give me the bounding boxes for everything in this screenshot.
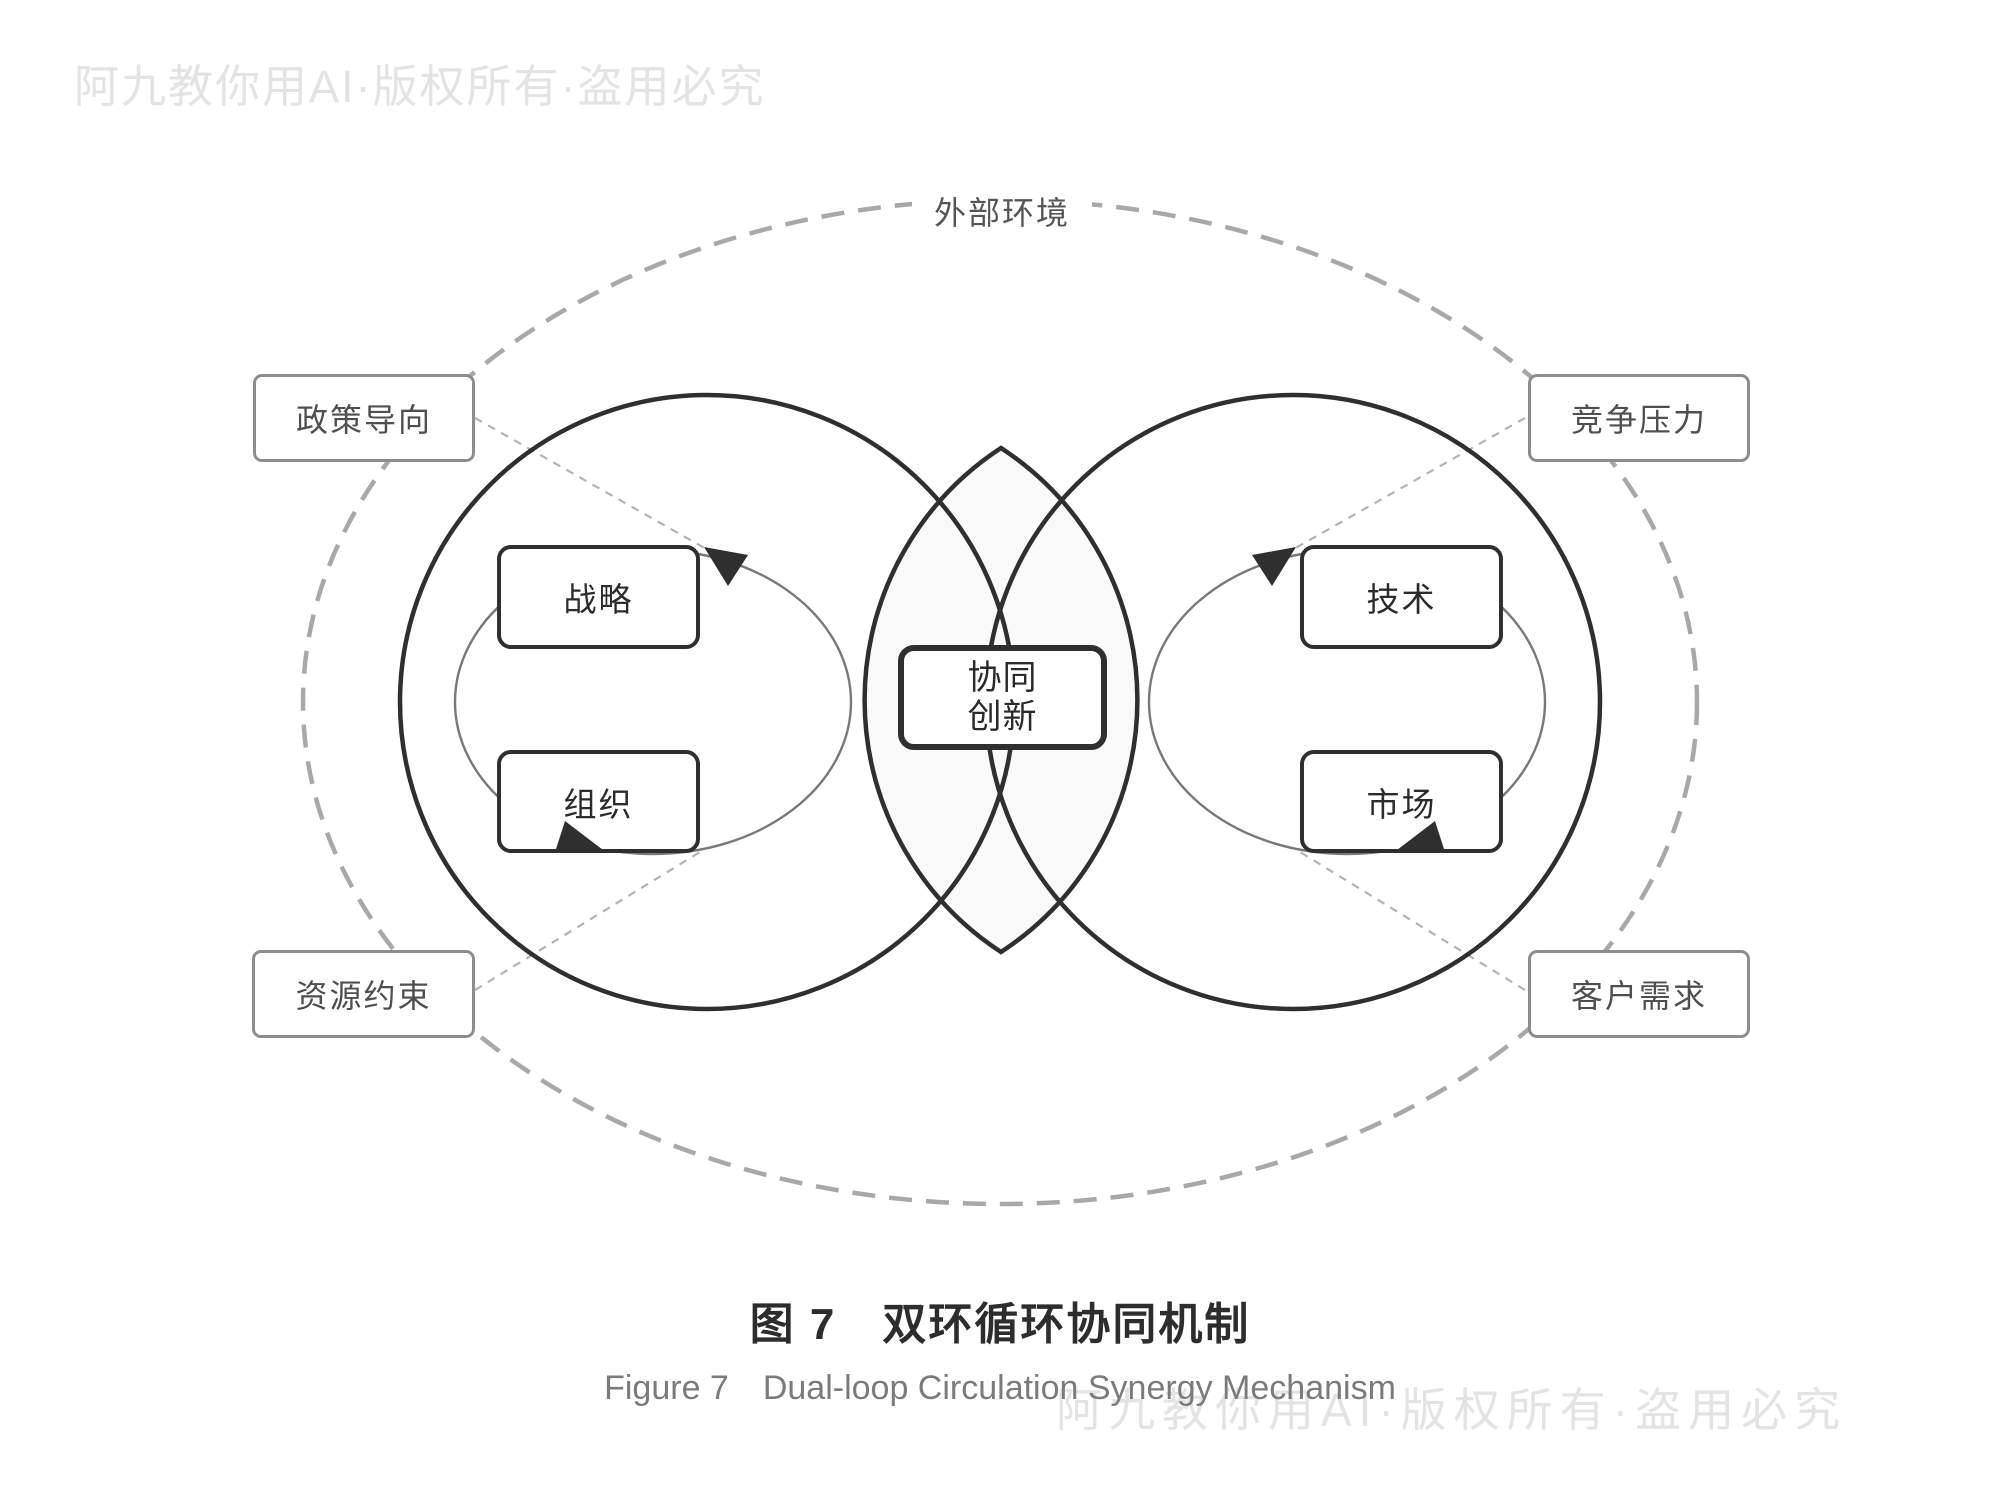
- factor-box-policy: 政策导向: [253, 374, 475, 462]
- connector-competition-technology: [1291, 417, 1526, 551]
- watermark-top-left: 阿九教你用AI·版权所有·盗用必究: [74, 61, 766, 112]
- synergy-line-2: 创新: [967, 697, 1038, 736]
- node-strategy: 战略: [497, 545, 700, 649]
- factor-box-competition: 竞争压力: [1528, 374, 1750, 462]
- figure-caption-en: Figure 7 Dual-loop Circulation Synergy M…: [604, 1369, 1396, 1407]
- connector-customers-market: [1299, 851, 1526, 991]
- node-market: 市场: [1300, 750, 1503, 853]
- factor-box-customers: 客户需求: [1528, 950, 1750, 1038]
- node-technology: 技术: [1300, 545, 1503, 649]
- synergy-line-1: 协同: [967, 659, 1038, 698]
- watermark-bottom-right: 阿九教你用AI·版权所有·盗用必究: [1056, 1384, 1848, 1436]
- external-environment-ellipse: [300, 197, 1700, 1207]
- factor-box-resources: 资源约束: [252, 950, 475, 1038]
- external-environment-label: 外部环境: [912, 186, 1092, 236]
- connector-policy-strategy: [474, 417, 709, 551]
- node-synergy-innovation: 协同 创新: [898, 645, 1107, 750]
- connector-resources-organization: [474, 851, 701, 991]
- node-organization: 组织: [497, 750, 700, 853]
- figure-caption-zh: 图 7 双环循环协同机制: [749, 1300, 1251, 1349]
